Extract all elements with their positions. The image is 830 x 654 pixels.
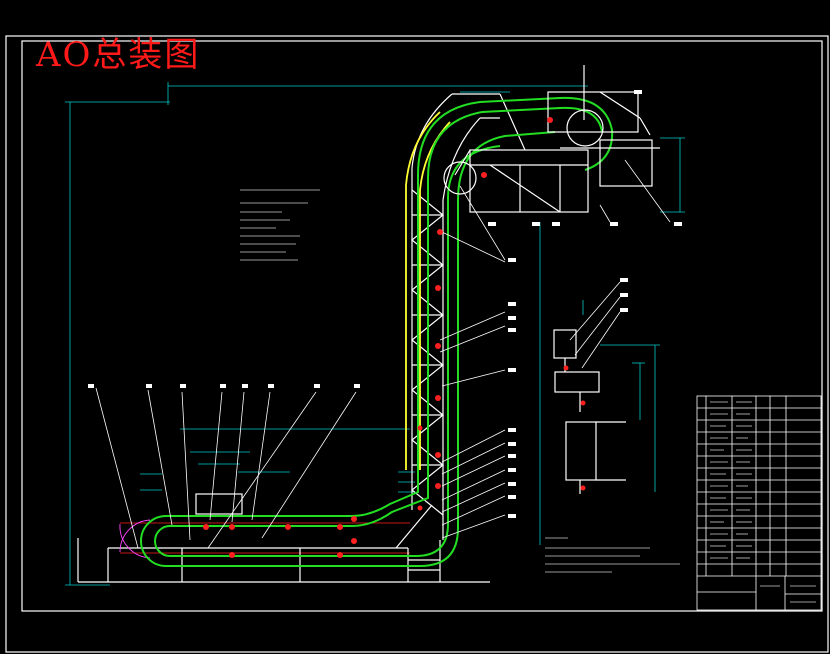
conveyor-belt bbox=[140, 96, 614, 567]
drawing-title: AO总装图 bbox=[36, 35, 201, 75]
technical-requirements-upper bbox=[240, 189, 320, 261]
callout-circles bbox=[203, 117, 586, 558]
head-section bbox=[443, 65, 660, 213]
yellow-guard-rail bbox=[405, 111, 451, 470]
outer-sheet-border bbox=[5, 35, 829, 653]
drive-unit bbox=[553, 329, 626, 494]
red-reference-lines bbox=[120, 522, 410, 554]
base-frame bbox=[77, 493, 490, 583]
dimension-lines bbox=[65, 82, 685, 586]
callout-tags bbox=[88, 90, 682, 518]
sprocket-icon bbox=[554, 371, 600, 393]
title-block-table bbox=[696, 395, 822, 611]
inner-frame-border bbox=[21, 40, 823, 612]
motor-icon bbox=[553, 329, 577, 359]
leader-lines bbox=[95, 159, 671, 549]
technical-requirements-lower bbox=[545, 537, 680, 573]
tail-arc bbox=[119, 519, 151, 559]
title-block-cell-text bbox=[710, 401, 816, 603]
